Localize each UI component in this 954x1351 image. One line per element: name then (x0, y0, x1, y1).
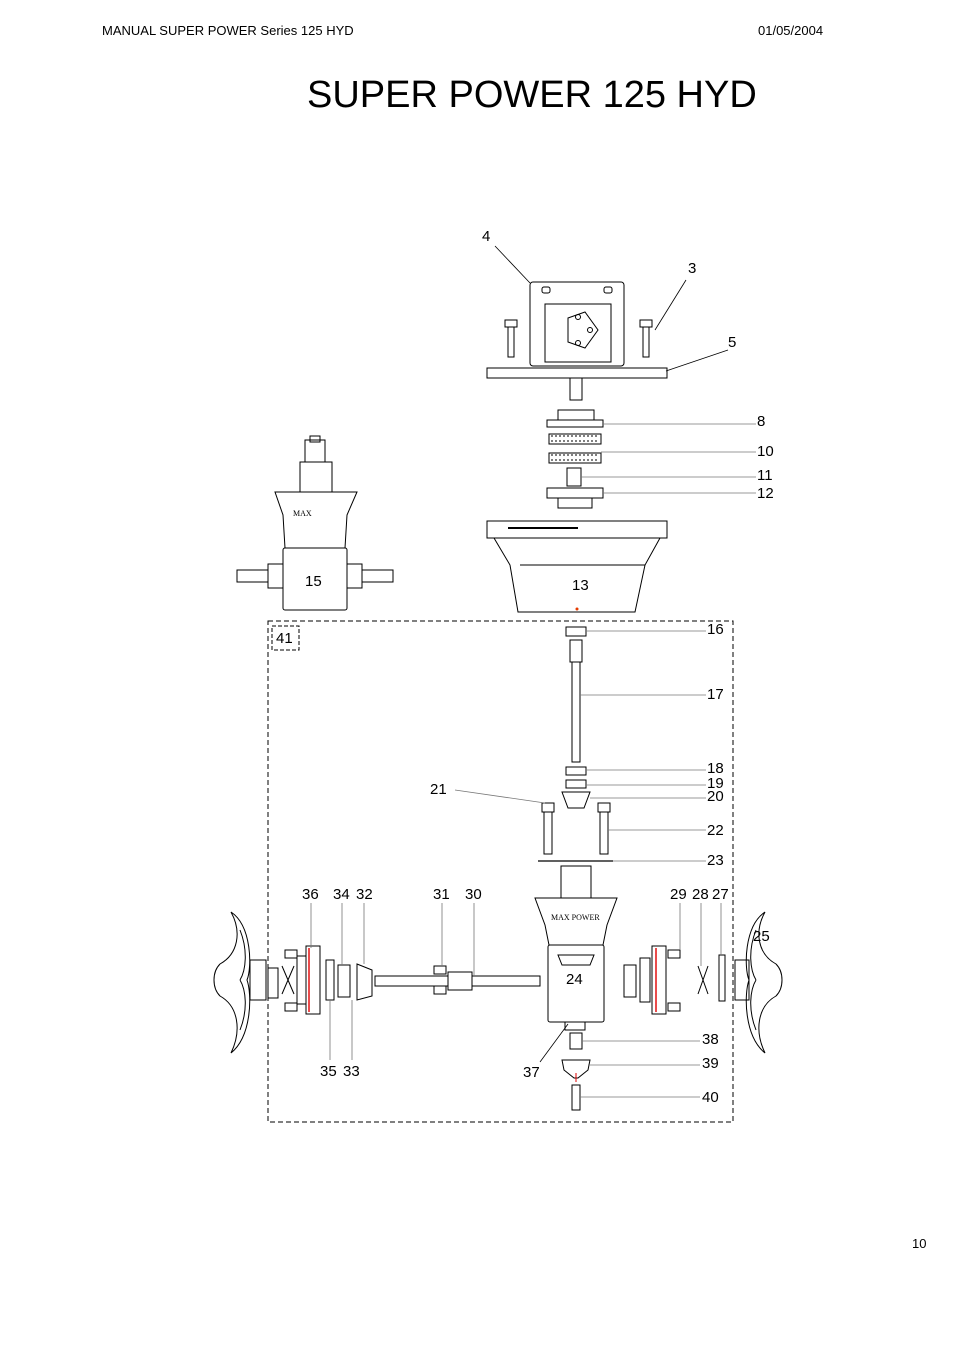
callout-4: 4 (482, 228, 490, 245)
svg-text:MAX: MAX (293, 509, 312, 518)
right-blade (734, 911, 783, 1054)
callout-29: 29 (670, 886, 687, 903)
callout-36: 36 (302, 886, 319, 903)
page-title: SUPER POWER 125 HYD (307, 74, 757, 116)
callout-41-box (271, 625, 300, 651)
callout-32: 32 (356, 886, 373, 903)
motor-bracket (529, 281, 625, 367)
callout-3: 3 (688, 260, 696, 277)
callout-5: 5 (728, 334, 736, 351)
page-number: 10 (912, 1236, 927, 1251)
horizontal-shaft (356, 963, 541, 1001)
callout-22: 22 (707, 822, 724, 839)
callout-33: 33 (343, 1063, 360, 1080)
side-gearbox: MAX (236, 435, 394, 611)
base-plate (486, 367, 668, 401)
callout-34: 34 (333, 886, 350, 903)
callout-20: 20 (707, 788, 724, 805)
callout-15: 15 (305, 573, 322, 590)
callout-40: 40 (702, 1089, 719, 1106)
callout-10: 10 (757, 443, 774, 460)
callout-18: 18 (707, 760, 724, 777)
callout-17: 17 (707, 686, 724, 703)
callout-37: 37 (523, 1064, 540, 1081)
callout-38: 38 (702, 1031, 719, 1048)
callout-11: 11 (757, 467, 773, 484)
bottom-parts (561, 1032, 591, 1111)
header-manual-title: MANUAL SUPER POWER Series 125 HYD (102, 23, 354, 38)
callout-labels: 4 3 5 8 10 11 12 15 13 41 16 17 18 19 20… (276, 228, 774, 1106)
lower-gearbox: MAX POWER (534, 865, 618, 1031)
callout-24: 24 (566, 971, 583, 988)
subassembly-frame (267, 620, 734, 1123)
callout-23: 23 (707, 852, 724, 869)
callout-12: 12 (757, 485, 774, 502)
callout-13: 13 (572, 577, 589, 594)
callout-25: 25 (753, 928, 770, 945)
callout-27: 27 (712, 886, 729, 903)
callout-8: 8 (757, 413, 765, 430)
callout-21: 21 (430, 781, 447, 798)
callout-41: 41 (276, 630, 293, 647)
leader-lines (310, 245, 756, 1098)
gearbox-housing (486, 520, 668, 613)
callout-19: 19 (707, 775, 724, 792)
callout-39: 39 (702, 1055, 719, 1072)
callout-30: 30 (465, 886, 482, 903)
right-hub-parts (623, 945, 726, 1015)
callout-16: 16 (707, 621, 724, 638)
callout-31: 31 (433, 886, 450, 903)
left-hub-parts (267, 945, 351, 1015)
svg-text:MAX POWER: MAX POWER (551, 913, 600, 922)
drive-shaft (541, 626, 611, 813)
callout-28: 28 (692, 886, 709, 903)
left-blade (213, 911, 267, 1054)
coupling-stack (546, 409, 604, 509)
bracket-bolts (504, 319, 653, 358)
header-date: 01/05/2004 (758, 23, 824, 38)
callout-35: 35 (320, 1063, 337, 1080)
studs (538, 811, 613, 862)
